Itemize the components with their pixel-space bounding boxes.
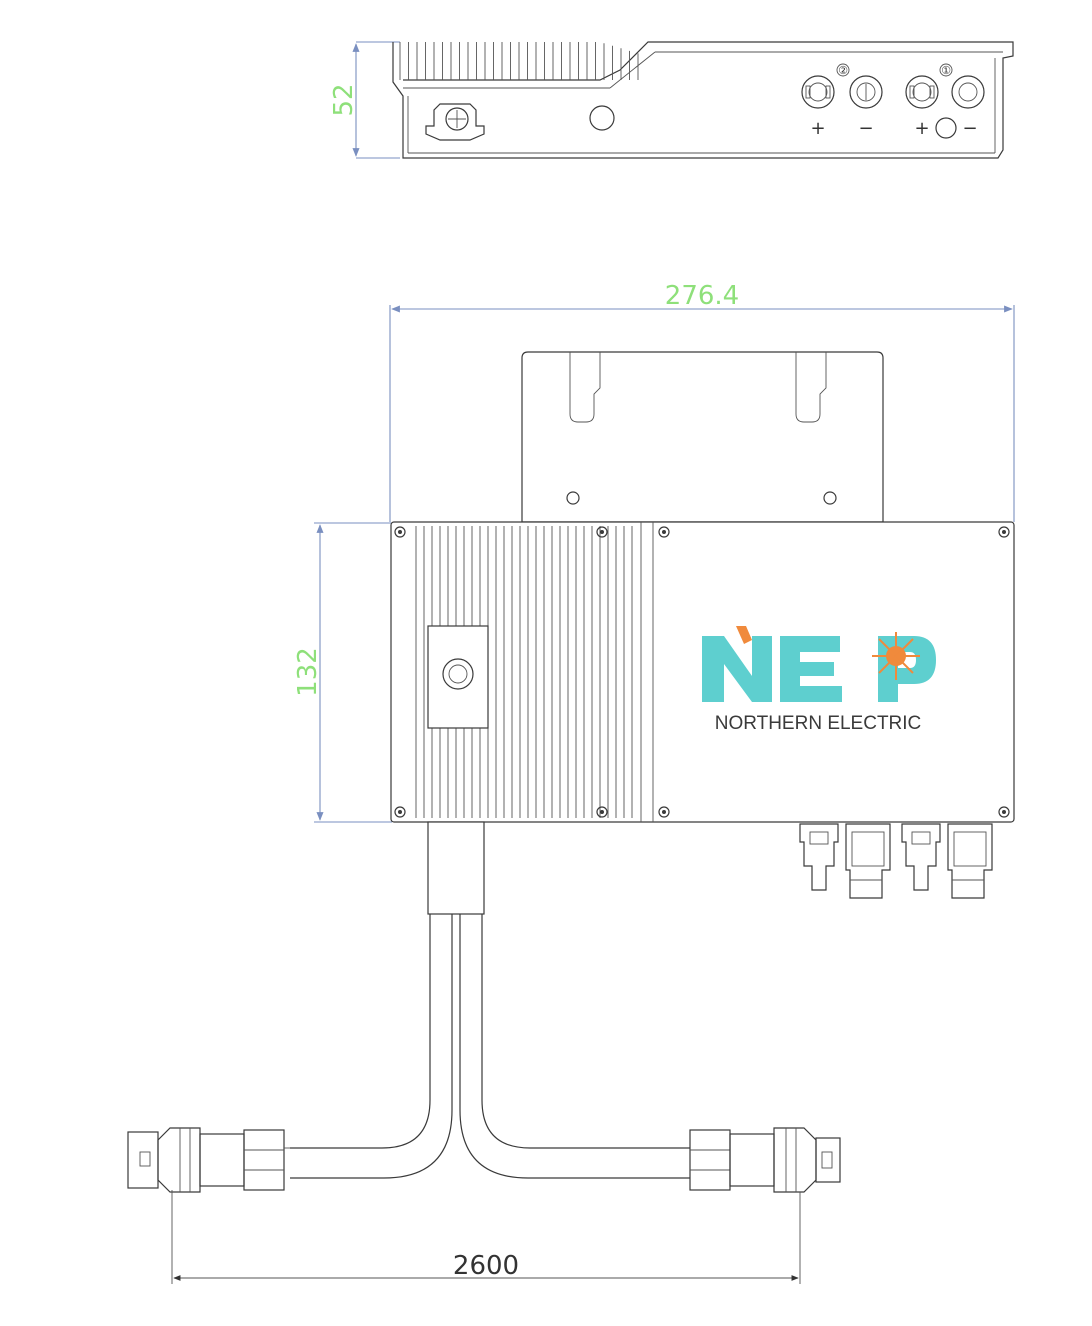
polarity-minus: − [962, 118, 977, 139]
input-number-1: ① [941, 64, 951, 77]
logo-sun-icon [872, 632, 920, 680]
polarity-minus: − [858, 118, 873, 139]
dimension-top-width: 276.4 [665, 281, 739, 311]
center-screw-icon [442, 658, 474, 690]
logo-letter-n [702, 636, 772, 702]
logo-letter-e [780, 636, 842, 702]
logo-accent-icon [736, 626, 752, 644]
dc-input-1: ① + − [905, 63, 985, 139]
polarity-plus: + [914, 118, 929, 139]
logo-letters [702, 626, 936, 702]
side-heat-fins [399, 42, 639, 80]
top-heat-fins [415, 526, 633, 818]
brand-name: NORTHERN ELECTRIC [715, 713, 922, 734]
input-number-2: ② [838, 64, 848, 77]
dimension-side-height: 52 [329, 83, 359, 116]
dimension-cable-length: 2600 [453, 1251, 519, 1281]
dimension-body-height: 132 [293, 647, 323, 697]
dc-input-2: ② + − [801, 63, 883, 139]
polarity-plus: + [810, 118, 825, 139]
ac-plug-left [127, 1127, 290, 1193]
brand-logo: NORTHERN ELECTRIC [702, 626, 936, 734]
side-vent-icon [589, 105, 615, 131]
ac-cable [290, 821, 690, 1179]
dc-connectors-bottom [799, 823, 993, 899]
ac-plug-right [689, 1127, 841, 1193]
corner-screws [394, 526, 1010, 818]
mounting-bracket [521, 351, 884, 523]
side-view: 52 ② + − [329, 41, 1014, 159]
top-view: 276.4 132 [127, 281, 1015, 1284]
side-screw-icon [425, 103, 485, 141]
